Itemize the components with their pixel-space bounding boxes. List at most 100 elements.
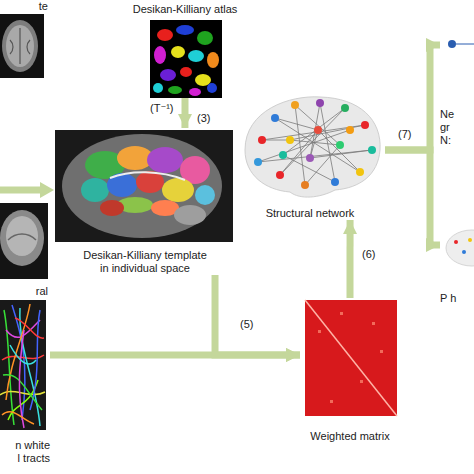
network-brain-part xyxy=(254,158,262,166)
template-image-part xyxy=(100,200,124,216)
node-caption: Desikan-Killiany atlas xyxy=(120,3,250,16)
image-panel: n white l tracts xyxy=(0,300,50,465)
connectivity-matrix-part xyxy=(318,330,321,333)
template-image-part xyxy=(174,205,206,225)
image-panel: ral xyxy=(0,203,48,298)
input-arrow-part xyxy=(40,182,54,198)
fiber-tracts-part xyxy=(20,308,40,426)
network-brain-part xyxy=(279,151,287,159)
network-brain-part xyxy=(346,126,354,134)
image-panel: Weighted matrix xyxy=(300,298,400,443)
atlas-image-part xyxy=(153,83,163,93)
sagittal-mri-part xyxy=(0,210,44,266)
connectivity-matrix-part xyxy=(372,322,375,325)
sagittal-mri-part xyxy=(0,203,48,279)
node-caption: P h xyxy=(440,292,460,305)
node-caption: Ne gr N: xyxy=(440,108,460,147)
atlas-image-part xyxy=(180,67,192,77)
atlas-image-part xyxy=(154,46,166,64)
flow-arrow xyxy=(385,45,440,150)
fiber-tracts-part xyxy=(0,300,46,430)
atlas-image-part xyxy=(207,52,219,68)
axial-mri-part xyxy=(10,28,30,64)
flow-arrow xyxy=(347,220,354,298)
connectivity-matrix-part xyxy=(360,380,363,383)
connectivity-matrix-part xyxy=(330,400,333,403)
graph-thumbnail xyxy=(448,40,474,48)
hub-brain-thumbnail-part xyxy=(454,240,458,244)
atlas-image-part xyxy=(160,69,176,81)
network-brain-part xyxy=(356,168,364,176)
step-number: (3) xyxy=(197,112,210,125)
network-brain-part xyxy=(286,136,294,144)
network-brain xyxy=(245,97,380,197)
atlas-image-part xyxy=(189,88,201,96)
step-number: (5) xyxy=(240,318,253,331)
image-panel: Desikan-Killiany atlas xyxy=(120,3,250,98)
flow-arrow xyxy=(50,351,300,358)
hub-brain-thumbnail-part xyxy=(462,250,466,254)
atlas-image-part xyxy=(150,20,222,98)
step-number: (6) xyxy=(362,248,375,261)
network-brain-part xyxy=(316,99,324,107)
axial-mri-part xyxy=(0,14,44,78)
atlas-image-part xyxy=(171,46,185,58)
axial-mri-part xyxy=(2,20,38,72)
template-image-part xyxy=(147,147,183,173)
atlas-image xyxy=(150,20,222,98)
connectivity-matrix xyxy=(305,300,397,416)
graph-thumbnail-part xyxy=(448,40,456,48)
template-image-part xyxy=(81,178,109,202)
atlas-image-part xyxy=(195,74,211,86)
fiber-tracts-part xyxy=(19,330,24,428)
template-image-part xyxy=(195,185,215,205)
network-brain-part xyxy=(245,97,380,197)
connectivity-matrix-part xyxy=(380,350,383,353)
network-brain-part xyxy=(368,146,376,154)
network-brain-part xyxy=(306,154,314,162)
network-brain-part xyxy=(258,136,266,144)
connectivity-matrix-part xyxy=(305,300,397,416)
network-brain-part xyxy=(258,103,372,185)
axial-mri xyxy=(0,14,44,78)
atlas-image-part xyxy=(207,83,217,93)
network-brain-part xyxy=(271,114,279,122)
node-caption: ral xyxy=(12,285,48,298)
node-caption: Structural network xyxy=(235,207,385,220)
hub-brain-thumbnail-part xyxy=(446,230,474,266)
sagittal-mri xyxy=(0,203,48,279)
network-brain-part xyxy=(276,171,284,179)
template-image-part xyxy=(55,130,233,242)
template-image-part xyxy=(62,134,222,238)
network-brain-part xyxy=(301,181,309,189)
flow-arrow xyxy=(215,275,300,355)
hub-brain-thumbnail-part xyxy=(468,238,472,242)
flow-arrow xyxy=(385,150,440,245)
fiber-tracts-part xyxy=(2,412,34,424)
node-caption: te xyxy=(0,0,48,13)
hub-brain-thumbnail xyxy=(446,230,474,266)
cropped-panel: P h xyxy=(440,225,474,305)
node-caption: n white l tracts xyxy=(12,439,50,465)
atlas-image-part xyxy=(197,31,213,45)
node-caption: Desikan-Killiany template in individual … xyxy=(80,249,210,275)
cropped-panel: Ne gr N: xyxy=(440,35,474,147)
fiber-tracts xyxy=(0,300,46,430)
connectivity-matrix-part xyxy=(305,300,397,416)
network-brain-part xyxy=(361,121,369,129)
atlas-image-part xyxy=(188,50,204,62)
transform-label: (T⁻¹) xyxy=(150,102,174,115)
network-brain-part xyxy=(331,178,339,186)
fiber-tracts-part xyxy=(3,375,42,410)
network-brain-part xyxy=(336,141,344,149)
fiber-tracts-part xyxy=(10,345,36,364)
sagittal-mri-part xyxy=(6,216,38,256)
image-panel: Desikan-Killiany template in individual … xyxy=(55,128,235,275)
input-arrow-part xyxy=(0,187,42,194)
input-arrow xyxy=(0,182,54,198)
network-brain-part xyxy=(341,104,349,112)
template-image-part xyxy=(110,172,185,180)
